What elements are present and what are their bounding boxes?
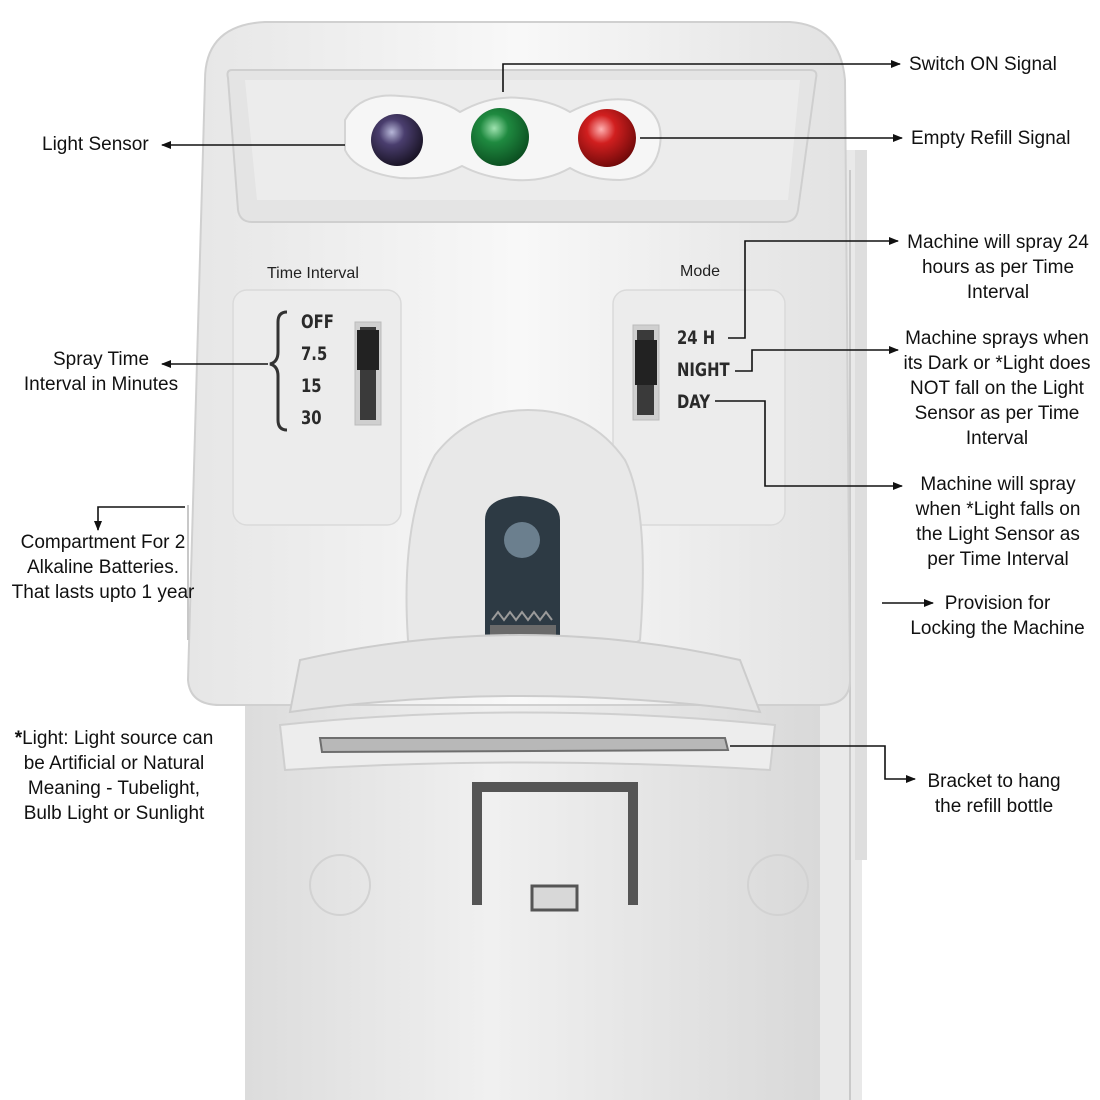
mode-option-day: DAY [677,391,711,413]
mode-option-24h: 24 H [677,327,716,349]
green-led [471,108,529,166]
label-mode-day: Machine will spray when *Light falls on … [915,474,1081,570]
annotation-leaders [94,60,934,783]
interval-option-30: 30 [301,407,322,429]
label-mode-night: Machine sprays when its Dark or *Light d… [903,328,1091,449]
mode-label: Mode [680,263,721,280]
label-bracket: Bracket to hang the refill bottle [927,771,1061,817]
red-led [578,109,636,167]
label-battery-compartment: Compartment For 2 Alkaline Batteries. Th… [11,532,195,603]
label-switch-on-signal: Switch ON Signal [909,54,1057,75]
interval-option-off: OFF [301,311,334,333]
mode-option-night: NIGHT [677,359,730,381]
label-spray-interval: Spray Time Interval in Minutes [23,349,179,395]
label-locking: Provision for Locking the Machine [910,593,1085,639]
interval-option-15: 15 [301,375,322,397]
label-light-sensor: Light Sensor [42,134,149,155]
label-empty-refill-signal: Empty Refill Signal [911,128,1071,149]
time-interval-label: Time Interval [267,265,359,282]
label-light-note: *Light: Light source can be Artificial o… [14,728,214,824]
light-sensor-led [371,114,423,166]
note-asterisk: * [14,728,23,749]
bracket-plate [318,737,730,754]
label-mode-24h: Machine will spray 24 hours as per Time … [907,232,1089,303]
interval-option-7-5: 7.5 [301,343,328,365]
